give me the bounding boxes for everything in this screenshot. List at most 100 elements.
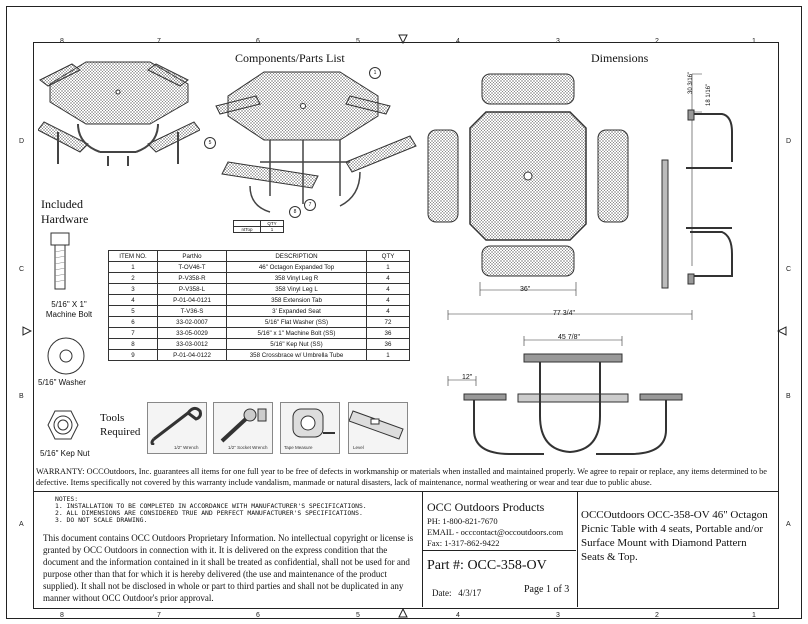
zone-bottom-5: 5 xyxy=(356,612,360,619)
company-phone: PH: 1-800-821-7670 xyxy=(427,516,498,526)
cell: T-V36-S xyxy=(157,305,227,317)
zone-bottom-7: 7 xyxy=(157,612,161,619)
cell: P-01-04-0121 xyxy=(157,294,227,306)
plan-view xyxy=(427,73,629,296)
zone-left-c: C xyxy=(19,266,25,273)
mini-table-c1: ntTop xyxy=(233,226,261,233)
cell: 7 xyxy=(108,327,158,339)
tools-heading: Tools Required xyxy=(100,412,141,438)
cell: 1 xyxy=(366,261,410,273)
cell: 4 xyxy=(366,272,410,284)
center-mark-top-icon xyxy=(398,34,408,44)
date: Date: 4/3/17 xyxy=(432,588,482,598)
wrench-icon xyxy=(150,406,202,447)
warranty-text: WARRANTY: OCCOutdoors, Inc. guarantees a… xyxy=(36,467,767,487)
cell: 8 xyxy=(108,338,158,350)
document-title: OCCOutdoors OCC-358-OV 46" Octagon Picni… xyxy=(581,509,768,563)
dim-top-width: 45 7/8" xyxy=(558,334,580,341)
outer-frame xyxy=(6,6,802,619)
zone-top-8: 8 xyxy=(60,38,64,45)
dim-seat-depth: 12" xyxy=(462,374,473,381)
kep-nut-label: 5/16" Kep Nut xyxy=(40,449,90,458)
col-description: DESCRIPTION xyxy=(226,250,367,262)
inner-frame xyxy=(33,42,779,609)
center-mark-bottom-icon xyxy=(398,608,408,618)
col-item-no: ITEM NO. xyxy=(108,250,158,262)
cell: 358 Vinyl Leg L xyxy=(226,283,367,295)
cell: 46" Octagon Expanded Top xyxy=(226,261,367,273)
tool-tape-measure-label: Tape Measure xyxy=(284,445,313,450)
washer-icon xyxy=(47,337,85,375)
zone-bottom-4: 4 xyxy=(456,612,460,619)
cell: 5/16" Flat Washer (SS) xyxy=(226,316,367,328)
center-mark-left-icon xyxy=(22,326,32,336)
zone-top-2: 2 xyxy=(655,38,659,45)
zone-top-6: 6 xyxy=(256,38,260,45)
cell: 3 xyxy=(108,283,158,295)
tool-socket-wrench: 1/2" Socket Wrench xyxy=(213,402,273,454)
zone-top-3: 3 xyxy=(556,38,560,45)
col-partno: PartNo xyxy=(157,250,227,262)
title-block xyxy=(422,491,578,607)
center-mark-right-icon xyxy=(777,326,787,336)
cell: 358 Crossbrace w/ Umbrella Tube xyxy=(226,349,367,361)
tool-level-label: Level xyxy=(353,445,364,450)
zone-bottom-8: 8 xyxy=(60,612,64,619)
hardware-heading: Included Hardware xyxy=(41,197,89,226)
title-block-divider xyxy=(422,550,576,551)
zone-left-a: A xyxy=(19,521,24,528)
company-name: OCC Outdoors Products xyxy=(427,500,545,514)
dim-seat-height: 18 1/16" xyxy=(706,83,712,106)
zone-right-d: D xyxy=(786,138,792,145)
tool-wrench-label: 1/2" Wrench xyxy=(174,445,199,450)
zone-right-c: C xyxy=(786,266,792,273)
company-fax: Fax: 1-317-862-9422 xyxy=(427,538,500,548)
zone-top-5: 5 xyxy=(356,38,360,45)
parts-table: ITEM NO. PartNo DESCRIPTION QTY 1 T-OV46-… xyxy=(108,250,410,361)
kep-nut-icon xyxy=(47,410,79,440)
table-iso-small xyxy=(38,61,200,166)
cell: 4 xyxy=(366,283,410,295)
page-number: Page 1 of 3 xyxy=(524,584,570,595)
cell: 5/16" Kep Nut (SS) xyxy=(226,338,367,350)
warranty-divider xyxy=(33,491,778,492)
tool-level: Level xyxy=(348,402,408,454)
cell: 4 xyxy=(366,305,410,317)
mini-table-c2: 1 xyxy=(260,226,284,233)
cell: P-01-04-0122 xyxy=(157,349,227,361)
washer-label: 5/16" Washer xyxy=(38,378,86,387)
level-icon xyxy=(348,410,404,440)
dim-top-height: 30 3/16" xyxy=(688,71,694,94)
dim-seat-width: 36" xyxy=(520,286,531,293)
parts-list-heading: Components/Parts List xyxy=(235,51,345,65)
zone-bottom-1: 1 xyxy=(752,612,756,619)
tool-tape-measure: Tape Measure xyxy=(280,402,340,454)
cell: 33-02-0007 xyxy=(157,316,227,328)
cell: 33-05-0029 xyxy=(157,327,227,339)
parts-table-header: ITEM NO. PartNo DESCRIPTION QTY xyxy=(108,250,410,262)
zone-bottom-2: 2 xyxy=(655,612,659,619)
company-email[interactable]: EMAIL - occcontact@occoutdoors.com xyxy=(427,527,564,537)
dimensions-heading: Dimensions xyxy=(591,51,649,65)
cell: 6 xyxy=(108,316,158,328)
zone-top-4: 4 xyxy=(456,38,460,45)
cell: 3' Expanded Seat xyxy=(226,305,367,317)
cell: P-V358-L xyxy=(157,283,227,295)
cell: 72 xyxy=(366,316,410,328)
zone-right-b: B xyxy=(786,393,791,400)
cell: 4 xyxy=(108,294,158,306)
col-qty: QTY xyxy=(366,250,410,262)
callout-7: 7 xyxy=(304,199,316,211)
cell: T-OV46-T xyxy=(157,261,227,273)
cell: 1 xyxy=(366,349,410,361)
proprietary-text: This document contains OCC Outdoors Prop… xyxy=(43,533,414,603)
callout-8: 8 xyxy=(289,206,301,218)
tool-socket-wrench-label: 1/2" Socket Wrench xyxy=(228,445,268,450)
